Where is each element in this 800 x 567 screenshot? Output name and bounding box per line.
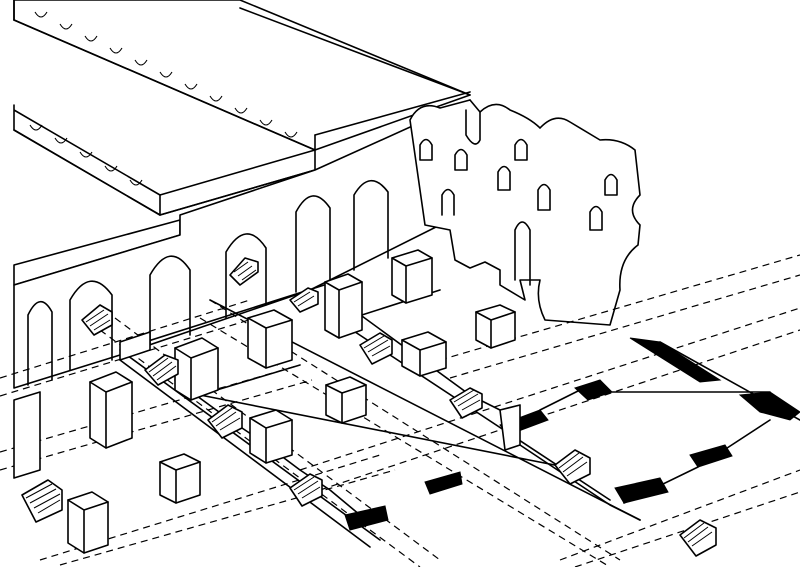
upper-cornice [13, 0, 471, 151]
stair-flights [21, 257, 717, 557]
stair [359, 332, 393, 365]
middle-cornice [13, 104, 316, 216]
pier-block [174, 337, 219, 401]
pier-block [401, 331, 447, 377]
wall-stubs [13, 331, 521, 479]
stair [144, 354, 179, 386]
stair [81, 304, 113, 336]
pier-block [325, 376, 367, 424]
stair [554, 449, 591, 485]
stair [21, 479, 63, 523]
pier-block [159, 453, 201, 504]
stair [679, 519, 717, 557]
ruined-tower [409, 99, 641, 326]
pier-block [475, 304, 516, 349]
stair [449, 387, 483, 419]
pier-block [247, 309, 293, 369]
pier-block [324, 273, 363, 339]
pier-block [391, 249, 433, 304]
pier-block [89, 371, 133, 449]
pier-block [67, 491, 109, 554]
stair [207, 404, 243, 439]
stair [289, 287, 319, 313]
stair [229, 257, 259, 286]
pier-block [249, 409, 293, 464]
stair [289, 473, 323, 507]
pier-blocks [67, 249, 516, 554]
